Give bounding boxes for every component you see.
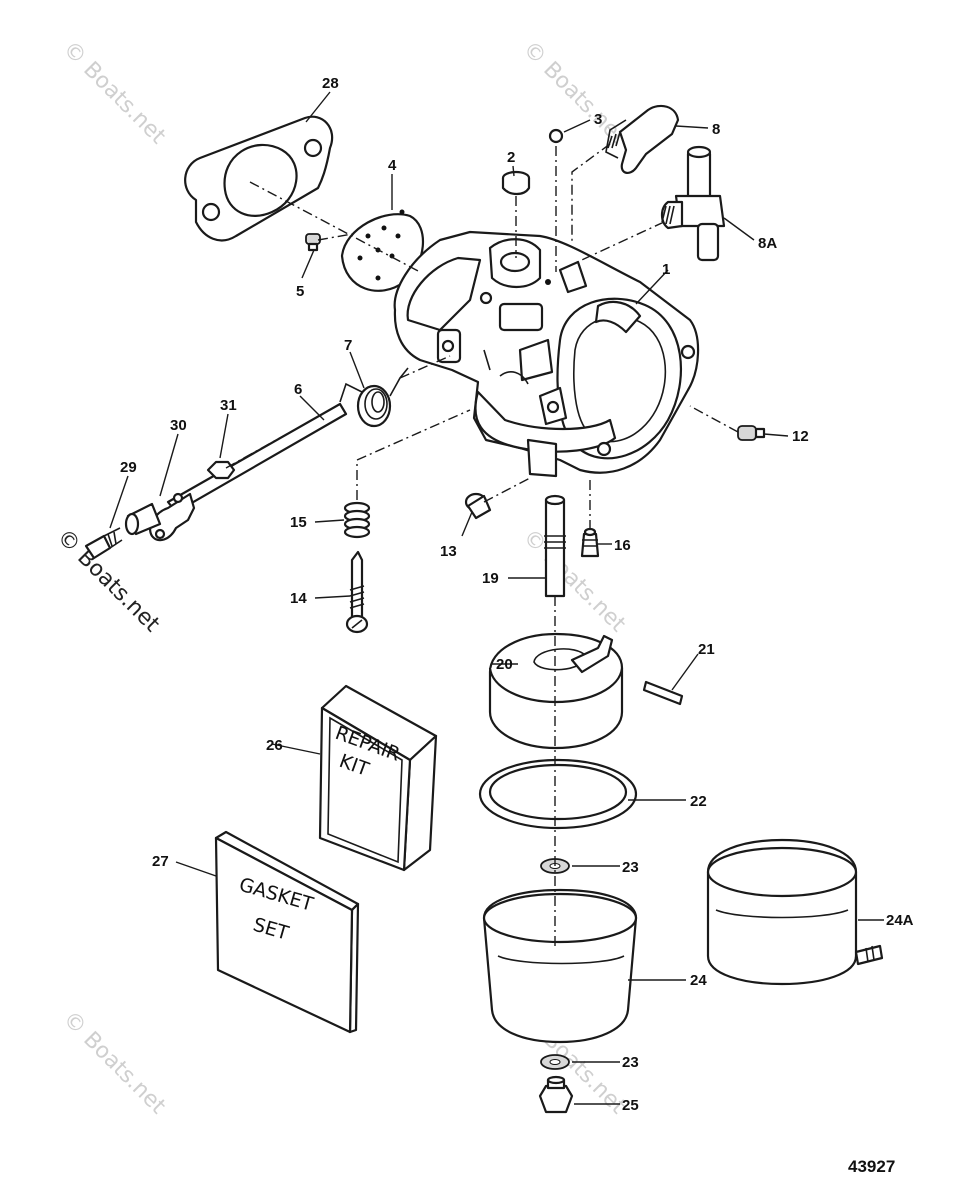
nut-25	[538, 1075, 574, 1114]
float-bowl-24a	[706, 838, 884, 986]
ball-3	[548, 128, 564, 144]
callout-24a: 24A	[886, 912, 914, 929]
gasket-set-27: GASKET SET	[214, 830, 360, 1034]
callout-31: 31	[220, 397, 237, 414]
watermark-bottom-left: © Boats.net	[58, 1007, 171, 1120]
callout-26: 26	[266, 737, 283, 754]
watermark-top-center: © Boats.net	[518, 37, 631, 150]
washer-23-lower	[540, 1054, 570, 1070]
callout-19: 19	[482, 570, 499, 587]
repair-kit-26: REPAIR KIT	[318, 684, 438, 872]
jet-16	[580, 527, 600, 558]
tube-19	[544, 494, 566, 598]
watermark-left-dark: © Boats.net	[52, 525, 165, 638]
spring-7	[339, 367, 409, 428]
screw-5	[305, 233, 321, 252]
pin-21	[642, 680, 684, 706]
watermark-top-left: © Boats.net	[58, 37, 171, 150]
callout-8a: 8A	[758, 235, 777, 252]
assembly-lines	[225, 143, 739, 950]
spring-15	[343, 501, 371, 539]
nut-31	[206, 460, 236, 480]
callout-2: 2	[507, 149, 515, 166]
callout-15: 15	[290, 514, 307, 531]
leader-lines	[109, 91, 884, 1105]
callout-27: 27	[152, 853, 169, 870]
callout-1: 1	[662, 261, 670, 278]
callout-14: 14	[290, 590, 307, 607]
callout-4: 4	[388, 157, 397, 174]
callout-29: 29	[120, 459, 137, 476]
figure-number: 43927	[848, 1157, 895, 1176]
callout-3: 3	[594, 111, 602, 128]
callout-22: 22	[690, 793, 707, 810]
callouts: 28 4 5 2 3 8 8A 1 7 6 31 30 29 12 13 15 …	[120, 75, 914, 1114]
needle-14	[345, 550, 369, 634]
callout-5: 5	[296, 283, 304, 300]
callout-30: 30	[170, 417, 187, 434]
fitting-8	[605, 104, 680, 174]
screw-12	[737, 425, 766, 441]
callout-25: 25	[622, 1097, 639, 1114]
callout-24: 24	[690, 972, 707, 989]
float-bowl-24	[482, 888, 638, 1044]
callout-28: 28	[322, 75, 339, 92]
callout-13: 13	[440, 543, 457, 560]
fitting-8a	[660, 145, 726, 262]
callout-6: 6	[294, 381, 302, 398]
callout-23-upper: 23	[622, 859, 639, 876]
plug-2	[501, 170, 531, 196]
carburetor-body-1	[393, 230, 700, 478]
callout-8: 8	[712, 121, 720, 138]
callout-16: 16	[614, 537, 631, 554]
gasket-28	[184, 115, 334, 242]
bushing-30	[124, 502, 162, 536]
callout-7: 7	[344, 337, 352, 354]
callout-12: 12	[792, 428, 809, 445]
callout-21: 21	[698, 641, 715, 658]
shaft-6	[149, 402, 348, 542]
callout-23-lower: 23	[622, 1054, 639, 1071]
diaphragm-4	[340, 209, 424, 292]
float-20	[488, 632, 624, 750]
screw-29	[84, 527, 123, 560]
callout-20: 20	[496, 656, 513, 673]
gasket-ring-22	[478, 758, 638, 830]
plug-13	[464, 492, 492, 520]
